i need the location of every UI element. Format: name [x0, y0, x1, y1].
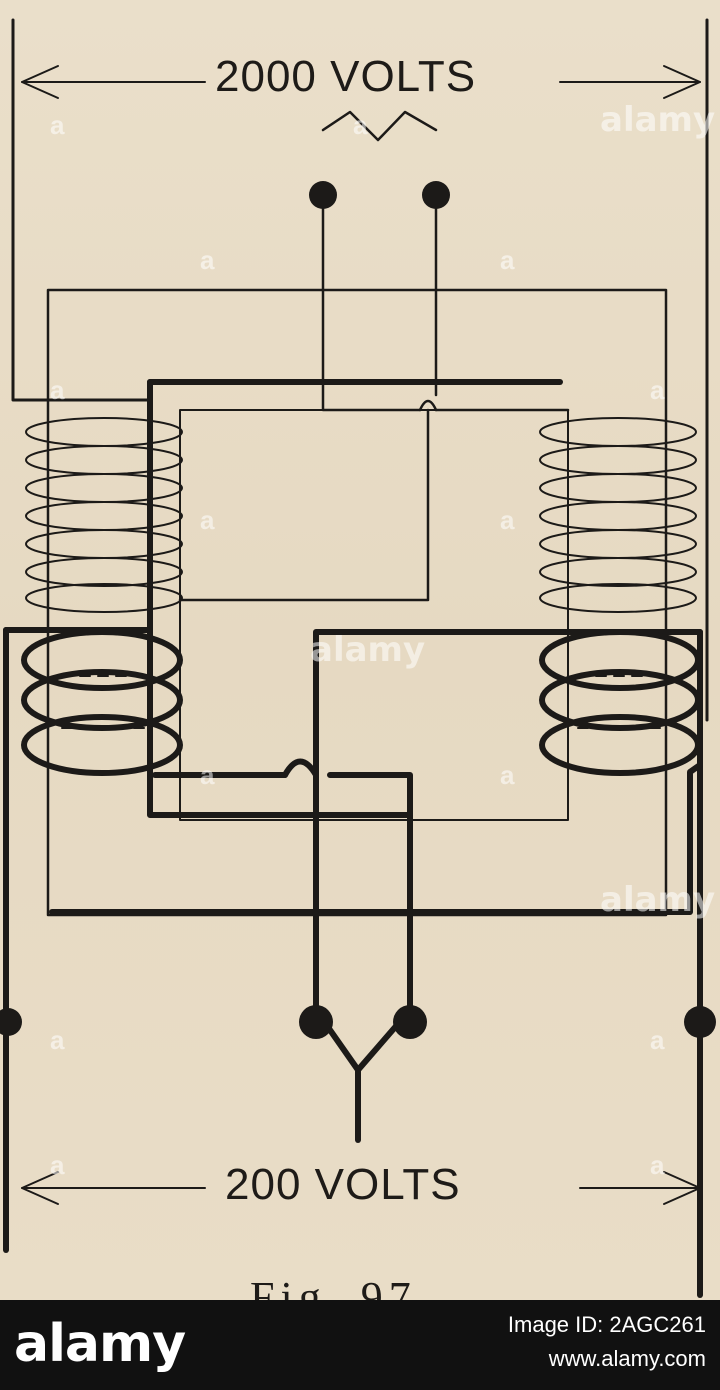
primary-voltage-label: 2000 VOLTS	[215, 52, 477, 101]
right-secondary-coil	[539, 629, 701, 776]
bottom-right-terminal	[393, 1005, 427, 1039]
right-primary-coil	[539, 417, 697, 613]
left-secondary-coil	[21, 629, 183, 776]
stock-footer-bar: alamy Image ID: 2AGC261 www.alamy.com	[0, 1300, 720, 1390]
watermark-dot: a	[200, 760, 215, 790]
bottom-left-terminal	[299, 1005, 333, 1039]
top-right-terminal	[422, 181, 450, 209]
left-line-terminal	[0, 1008, 22, 1036]
left-secondary-hidden	[61, 675, 151, 729]
top-left-terminal	[309, 181, 337, 209]
top-dimension-arrow	[21, 65, 701, 99]
watermark-dot: a	[50, 1150, 65, 1180]
bottom-dimension-arrow	[21, 1171, 701, 1205]
image-id: Image ID: 2AGC261	[507, 1312, 706, 1337]
watermark-dot: a	[353, 110, 368, 140]
watermark-text: alamy	[600, 100, 716, 140]
right-secondary-hidden	[577, 675, 665, 729]
terminals	[0, 181, 716, 1039]
primary-outer-leads	[11, 18, 709, 722]
left-primary-coil	[25, 417, 183, 613]
watermark-dot: a	[500, 505, 515, 535]
watermark-dot: a	[50, 375, 65, 405]
right-line-terminal	[684, 1006, 716, 1038]
watermark-dot: a	[650, 1150, 665, 1180]
watermark-dot: a	[500, 760, 515, 790]
transformer-wiring-diagram	[0, 18, 716, 1298]
watermark-dot: a	[200, 245, 215, 275]
site-url: www.alamy.com	[548, 1346, 706, 1371]
watermark-dot: a	[50, 1025, 65, 1055]
watermark-dot: a	[500, 245, 515, 275]
alamy-logo: alamy	[14, 1314, 186, 1374]
watermark-text: alamy	[310, 630, 426, 670]
inner-core	[179, 409, 569, 821]
watermark-dot: a	[200, 505, 215, 535]
watermark-dot: a	[50, 110, 65, 140]
secondary-voltage-label: 200 VOLTS	[225, 1160, 461, 1209]
watermark-text: alamy	[600, 880, 716, 920]
watermark-dot: a	[650, 375, 665, 405]
secondary-heavy-wires	[3, 379, 703, 1298]
primary-thin-wires	[178, 110, 570, 602]
watermark-dot: a	[650, 1025, 665, 1055]
